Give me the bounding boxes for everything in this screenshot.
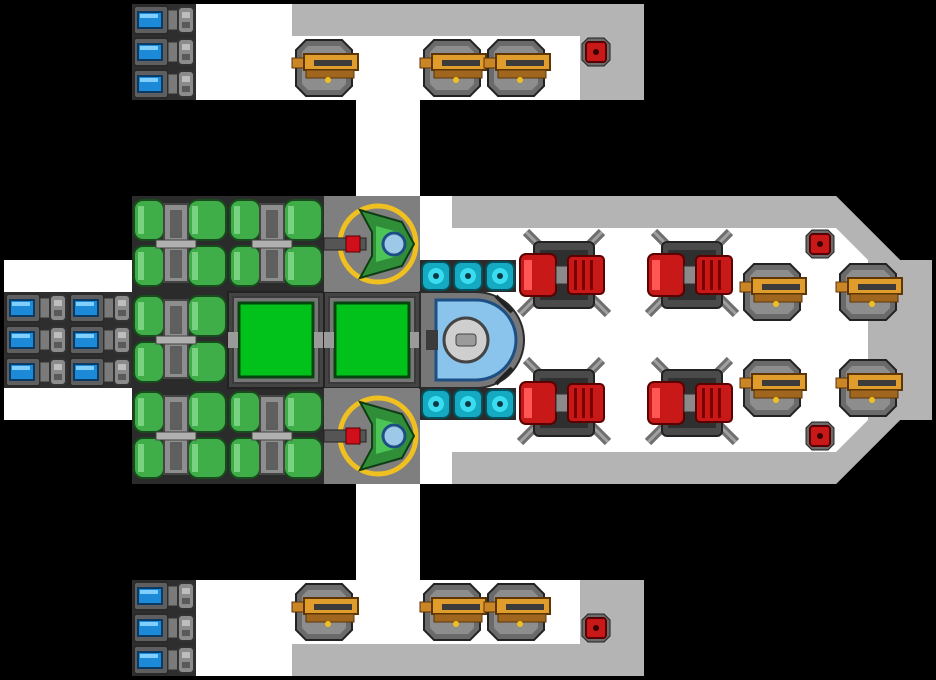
red-node-icon[interactable] — [805, 421, 835, 451]
fuel-tank-icon[interactable] — [227, 195, 325, 293]
fuel-tank-icon[interactable] — [131, 195, 229, 293]
gun-turret-icon[interactable] — [291, 583, 359, 641]
battery-icon[interactable] — [67, 291, 133, 325]
battery-group-rear — [3, 291, 133, 389]
laser-cannon-icon[interactable] — [520, 232, 608, 314]
gun-turret-icon[interactable] — [739, 263, 807, 321]
gun-turret-icon[interactable] — [291, 39, 359, 97]
battery-icon[interactable] — [131, 643, 197, 677]
red-node-icon[interactable] — [581, 613, 611, 643]
battery-group-top — [131, 3, 197, 101]
capacitor-icon[interactable] — [483, 387, 517, 421]
battery-icon[interactable] — [131, 611, 197, 645]
battery-group-bottom — [131, 579, 197, 677]
battery-icon[interactable] — [3, 355, 69, 389]
hull-armor — [292, 4, 932, 676]
fuel-tank-icon[interactable] — [131, 291, 229, 389]
capacitor-icon[interactable] — [419, 387, 453, 421]
battery-icon[interactable] — [131, 67, 197, 101]
laser-cannon-icon[interactable] — [648, 232, 736, 314]
fuel-tank-icon[interactable] — [131, 387, 229, 485]
red-node-icon[interactable] — [805, 229, 835, 259]
gun-turret-icon[interactable] — [835, 359, 903, 417]
gun-turret-icon[interactable] — [835, 263, 903, 321]
battery-icon[interactable] — [131, 579, 197, 613]
command-module-group — [226, 290, 422, 390]
gun-turret-icon[interactable] — [483, 583, 551, 641]
gun-turret-icon[interactable] — [419, 583, 487, 641]
laser-cannon-icon[interactable] — [520, 360, 608, 442]
fuel-tank-icon[interactable] — [227, 387, 325, 485]
capacitor-icon[interactable] — [419, 259, 453, 293]
battery-icon[interactable] — [67, 355, 133, 389]
battery-icon[interactable] — [131, 35, 197, 69]
gun-turret-icon[interactable] — [739, 359, 807, 417]
shield-generator-icon[interactable] — [419, 291, 525, 389]
battery-icon[interactable] — [3, 323, 69, 357]
battery-icon[interactable] — [67, 323, 133, 357]
command-module-icon[interactable] — [226, 290, 326, 390]
green-turret-icon[interactable] — [324, 196, 420, 292]
gun-turret-icon[interactable] — [483, 39, 551, 97]
capacitor-icon[interactable] — [451, 387, 485, 421]
capacitor-icon[interactable] — [483, 259, 517, 293]
laser-cannon-icon[interactable] — [648, 360, 736, 442]
green-turret-icon[interactable] — [324, 388, 420, 484]
capacitor-icon[interactable] — [451, 259, 485, 293]
battery-icon[interactable] — [131, 3, 197, 37]
gun-turret-icon[interactable] — [419, 39, 487, 97]
red-node-icon[interactable] — [581, 37, 611, 67]
command-module-icon[interactable] — [322, 290, 422, 390]
battery-icon[interactable] — [3, 291, 69, 325]
